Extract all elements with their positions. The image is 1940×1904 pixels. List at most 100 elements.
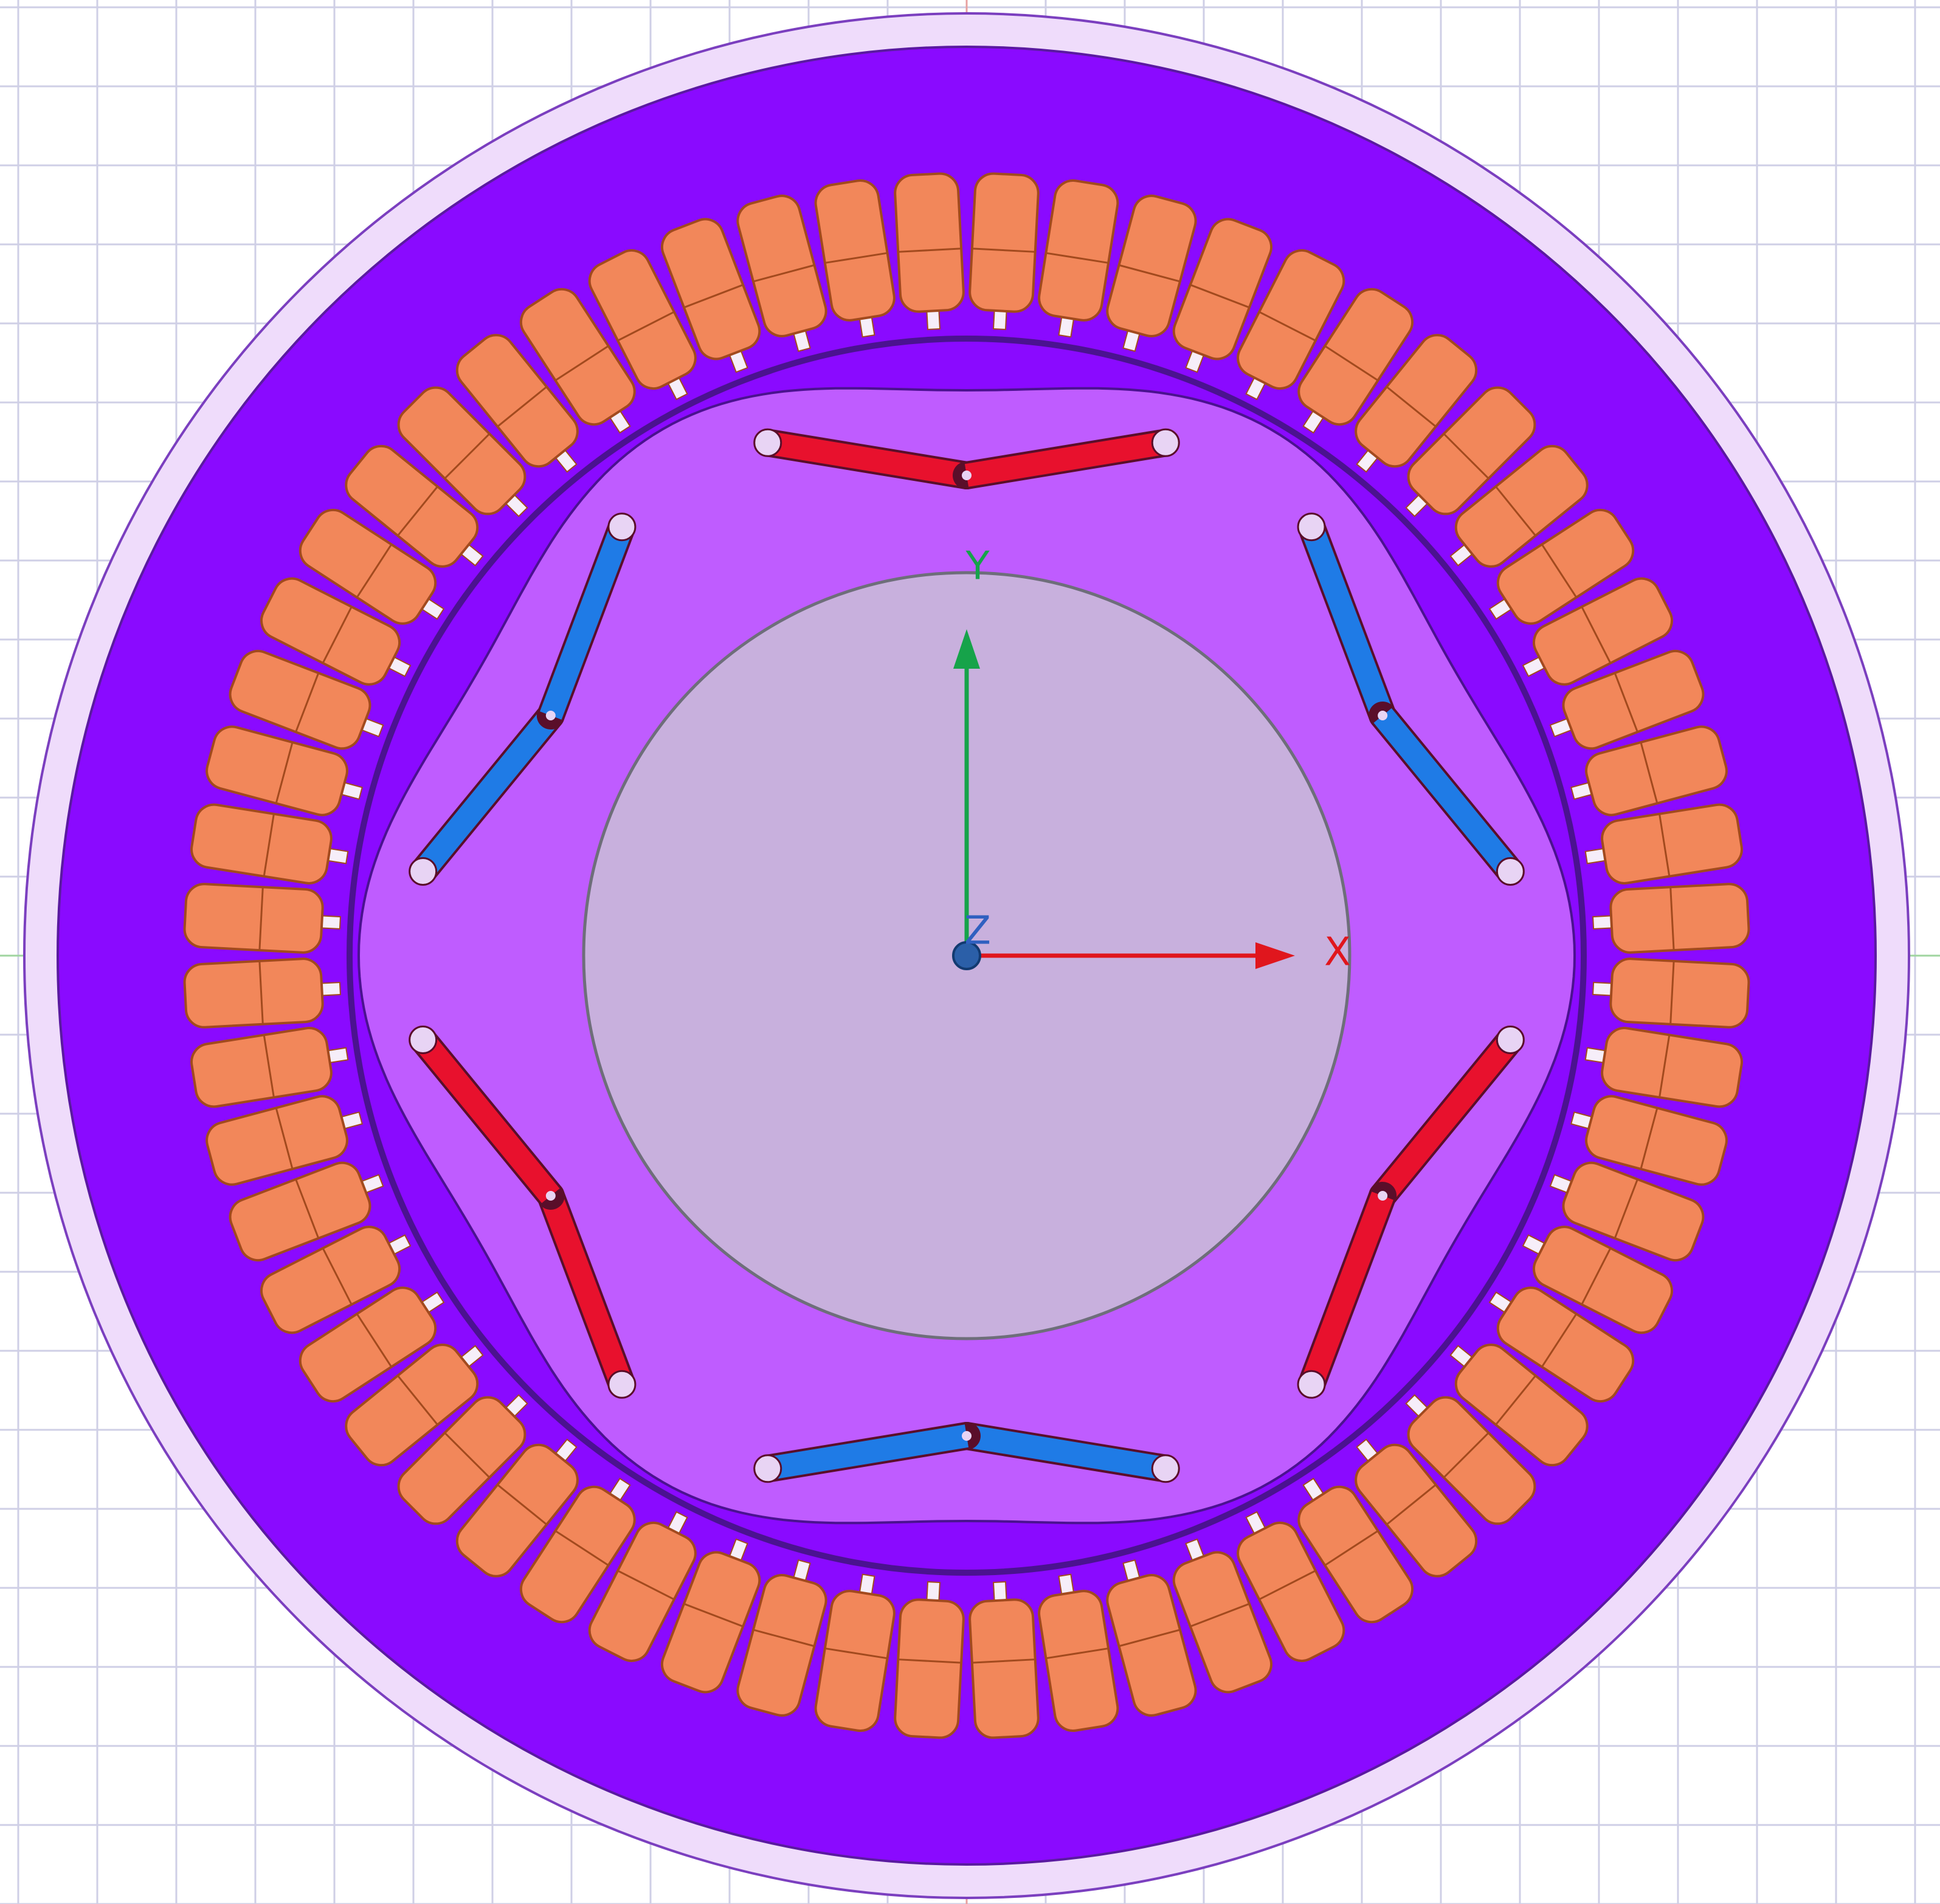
stator-slot [736, 195, 827, 352]
stator-slot [1592, 957, 1750, 1029]
magnet-north [413, 1032, 560, 1204]
stator-slot [1237, 249, 1345, 401]
slot-winding [1407, 386, 1536, 516]
flux-barrier [753, 1454, 782, 1483]
magnet-north [1373, 1032, 1520, 1204]
slot-winding [1609, 883, 1750, 954]
slot-winding [588, 249, 697, 390]
stator-slot [1570, 1095, 1728, 1186]
magnet-bridge [1378, 1191, 1388, 1201]
stator-slot [1172, 1538, 1273, 1694]
stator-slot [455, 334, 579, 473]
stator-slot [894, 1581, 965, 1739]
stator-slot [1355, 334, 1478, 473]
flux-barrier [753, 428, 782, 457]
slot-winding [1038, 1590, 1119, 1732]
slot-winding [205, 725, 348, 816]
magnet-north [1300, 1192, 1393, 1389]
stator-slot [1549, 649, 1705, 750]
slot-winding [183, 883, 324, 954]
magnet-south [1373, 708, 1520, 879]
slot-winding [1355, 334, 1478, 468]
stator-slot [1522, 577, 1673, 686]
slot-layer-divider [1190, 1602, 1250, 1627]
stator-slot [588, 1511, 697, 1662]
slot-winding [588, 1521, 697, 1662]
slot-layer-divider [1386, 1484, 1437, 1525]
slot-winding [1609, 957, 1750, 1029]
stator-slot [183, 883, 341, 954]
slot-winding [1106, 1574, 1197, 1717]
slot-layer-divider [1614, 672, 1638, 733]
slot-layer-divider [683, 1602, 744, 1627]
slot-winding [814, 179, 896, 322]
stator-slot [190, 803, 349, 885]
slot-layer-divider [258, 887, 264, 951]
magnet-north [540, 1192, 633, 1389]
stator-slot [1405, 386, 1536, 517]
flux-barrier [1496, 1025, 1525, 1054]
slot-winding [229, 649, 371, 750]
slot-layer-divider [1659, 1035, 1671, 1098]
slot-layer-divider [1324, 345, 1379, 382]
slot-winding [1496, 508, 1635, 625]
stator-slot [1038, 1573, 1119, 1732]
stator-slot [968, 172, 1040, 330]
coordinate-axes-triad: X Y Z [952, 544, 1351, 975]
slot-layer-divider [1495, 1375, 1536, 1426]
slot-winding [1355, 1443, 1478, 1578]
stator-slot [1297, 288, 1414, 434]
magnet-south [540, 522, 633, 720]
slot-layer-divider [1581, 1247, 1612, 1305]
stator-slot [190, 1027, 349, 1108]
slot-winding [1297, 288, 1414, 426]
slot-winding [968, 1598, 1040, 1739]
magnet-south [964, 1424, 1168, 1480]
slot-layer-divider [444, 1432, 491, 1478]
slot-layer-divider [1659, 813, 1671, 877]
stator-slot [205, 725, 363, 816]
slot-winding [397, 1396, 526, 1525]
stator-slot [1488, 1286, 1635, 1403]
slot-layer-divider [617, 311, 675, 342]
slot-layer-divider [356, 1313, 393, 1368]
slot-layer-divider [1443, 433, 1490, 480]
slot-layer-divider [1258, 311, 1316, 342]
stator-slot [260, 1226, 412, 1334]
slot-layer-divider [1119, 1629, 1181, 1647]
slot-layer-divider [898, 1658, 962, 1664]
magnet-bridge [545, 1191, 556, 1201]
magnet-south [1300, 522, 1393, 720]
slot-winding [894, 172, 965, 313]
slot-winding [894, 1598, 965, 1739]
stator-slot [1449, 444, 1589, 568]
slot-layer-divider [263, 1035, 275, 1098]
slot-winding [814, 1590, 896, 1732]
slot-winding [299, 508, 437, 625]
slot-layer-divider [972, 247, 1035, 253]
slot-winding [1601, 1027, 1743, 1108]
stator-slot [1570, 725, 1728, 816]
stator-slots [183, 172, 1750, 1739]
stator-slot [1106, 1559, 1197, 1717]
stator-slot [519, 1477, 636, 1624]
flux-barrier [1151, 428, 1180, 457]
slot-layer-divider [397, 486, 438, 537]
slot-layer-divider [356, 543, 393, 598]
slot-winding [1237, 1521, 1345, 1662]
slot-layer-divider [322, 606, 353, 664]
slot-layer-divider [1541, 543, 1578, 598]
stator-slot [1449, 1343, 1589, 1467]
slot-winding [1496, 1286, 1635, 1403]
slot-layer-divider [1386, 386, 1437, 427]
slot-winding [299, 1286, 437, 1403]
slot-winding [1454, 444, 1589, 568]
slot-layer-divider [1640, 742, 1659, 804]
stator-slot [814, 179, 896, 338]
stator-slot [968, 1581, 1040, 1739]
slot-layer-divider [753, 1629, 815, 1647]
stator-slot [397, 386, 528, 517]
flux-barrier [607, 512, 637, 542]
